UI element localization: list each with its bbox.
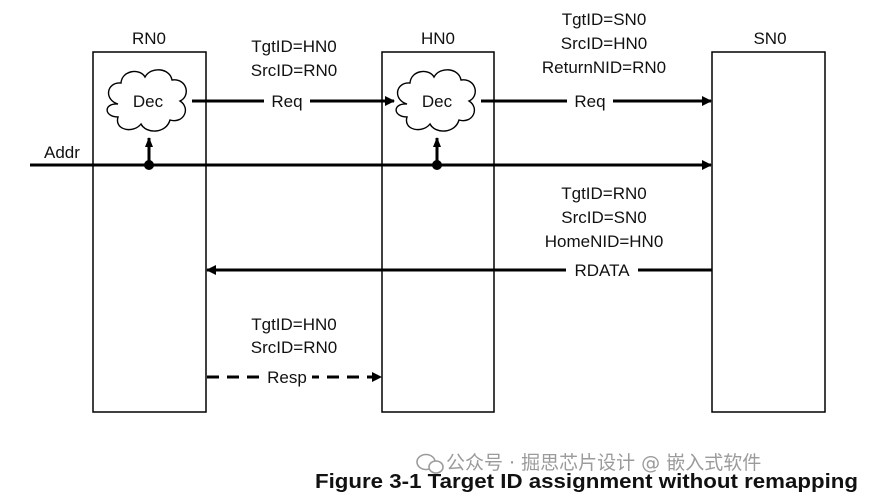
req-hn0-to-sn0: Req TgtID=SN0 SrcID=HN0 ReturnNID=RN0: [481, 10, 712, 111]
req-rn0-to-hn0: Req TgtID=HN0 SrcID=RN0: [192, 37, 395, 111]
resp-line-1: TgtID=HN0: [251, 315, 337, 334]
hn0-title: HN0: [421, 29, 455, 48]
rn0-decoder-label: Dec: [133, 92, 164, 111]
watermark-text: 公众号 · 掘思芯片设计 @ 嵌入式软件: [446, 452, 761, 474]
req1-label: Req: [271, 92, 302, 111]
sn0-title: SN0: [753, 29, 786, 48]
rdata-sn0-to-rn0: RDATA TgtID=RN0 SrcID=SN0 HomeNID=HN0: [206, 184, 712, 280]
hn0-decoder-cloud: Dec: [395, 69, 476, 132]
resp-rn0-to-hn0: Resp TgtID=HN0 SrcID=RN0: [207, 315, 382, 387]
hn0-decoder-label: Dec: [422, 92, 453, 111]
rn0-decoder-cloud: Dec: [106, 69, 187, 132]
req2-line-1: TgtID=SN0: [562, 10, 647, 29]
figure-caption: Figure 3-1 Target ID assignment without …: [315, 471, 858, 493]
rdata-line-1: TgtID=RN0: [561, 184, 647, 203]
addr-signal: Addr: [30, 137, 712, 170]
watermark: 公众号 · 掘思芯片设计 @ 嵌入式软件: [416, 452, 761, 474]
addr-label: Addr: [44, 143, 80, 162]
req2-label: Req: [574, 92, 605, 111]
req1-line-1: TgtID=HN0: [251, 37, 337, 56]
req1-line-2: SrcID=RN0: [251, 61, 337, 80]
sn0-box: [711, 51, 826, 413]
rdata-line-2: SrcID=SN0: [561, 208, 647, 227]
resp-line-2: SrcID=RN0: [251, 338, 337, 357]
rn0-title: RN0: [132, 29, 166, 48]
rdata-label: RDATA: [574, 261, 630, 280]
resp-label: Resp: [267, 368, 307, 387]
req2-line-2: SrcID=HN0: [561, 34, 647, 53]
req2-line-3: ReturnNID=RN0: [542, 58, 666, 77]
rdata-line-3: HomeNID=HN0: [545, 232, 664, 251]
wechat-icon: [416, 453, 444, 474]
